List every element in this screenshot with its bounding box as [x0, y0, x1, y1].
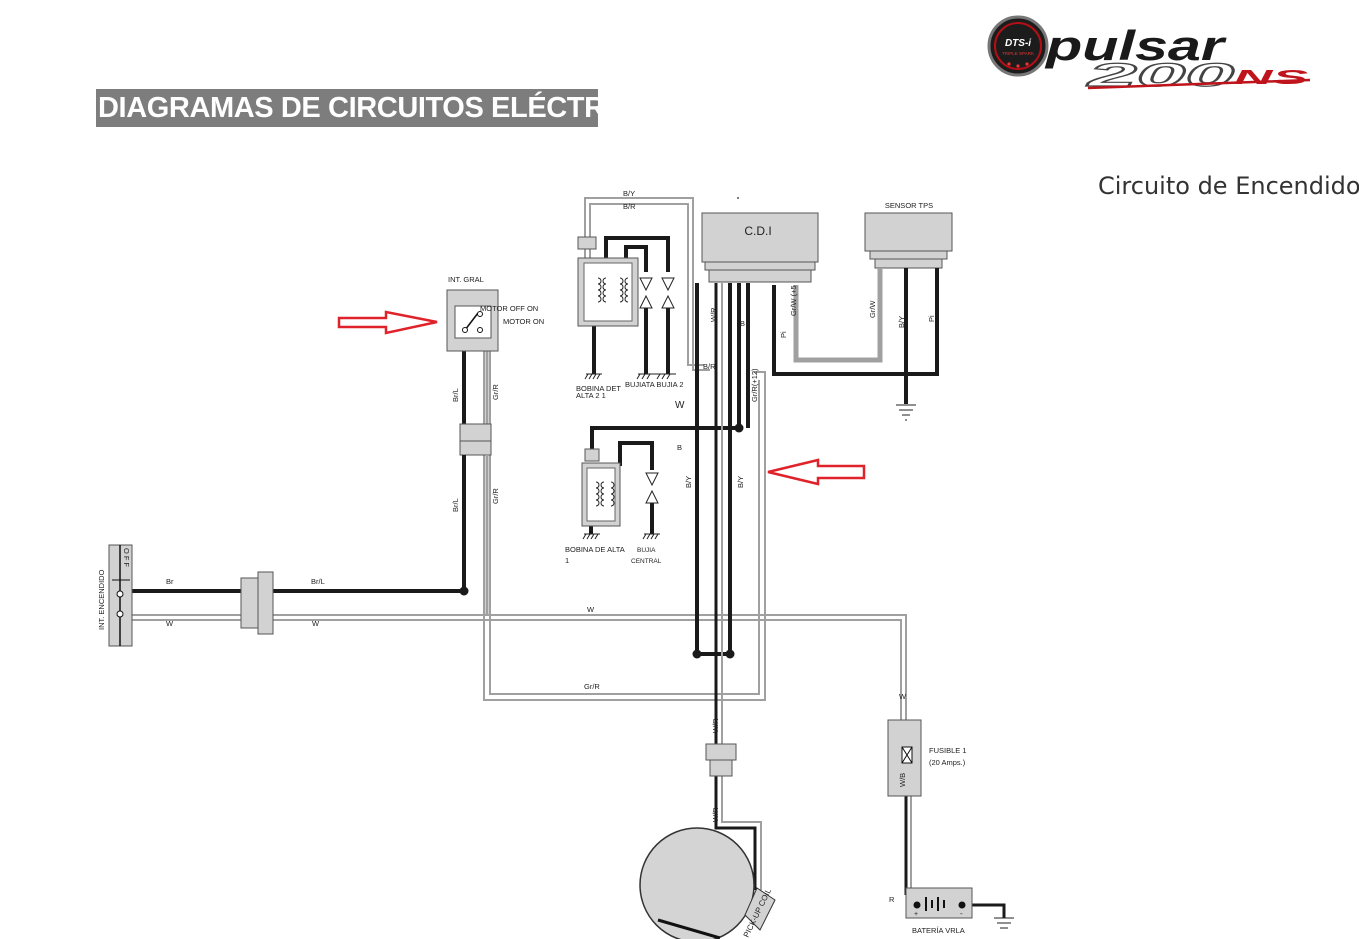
- int-gral-connector: [459, 423, 492, 456]
- dark-wires: [118, 236, 939, 656]
- spark-gap-icon: [639, 277, 675, 309]
- wire-label: W: [675, 400, 685, 411]
- sensor-tps-label: SENSOR TPS: [885, 201, 933, 210]
- fuse-label-2: (20 Amps.): [929, 758, 966, 767]
- logo-badge-text: DTS-i: [1005, 38, 1031, 49]
- ground-symbol-icon: [582, 533, 660, 540]
- wire-label: Br: [166, 577, 174, 586]
- ignition-coil-1: BOBINA DE ALTA 1: [565, 448, 625, 565]
- int-gral-wires: [462, 338, 489, 425]
- cdi-unit: C.D.I: [701, 212, 819, 283]
- bujiata-bujia-2-label: BUJIATA BUJIA 2: [625, 380, 684, 389]
- wire-label: W: [166, 619, 174, 628]
- wire-label: Gr/R: [584, 682, 600, 691]
- wire-label: B/Y: [623, 189, 635, 198]
- int-gral-lower-wires: [462, 455, 489, 615]
- wire-label: Gr/R(+12): [750, 368, 759, 402]
- page-title: DIAGRAMAS DE CIRCUITOS ELÉCTRICOS: [98, 92, 674, 124]
- ground-symbol-icon: [636, 373, 676, 380]
- pickup-coil: PICK-UP COIL: [639, 827, 776, 939]
- wire-label: B/R: [623, 202, 636, 211]
- battery-label: BATERÍA VRLA: [912, 926, 965, 935]
- marker-dot: [737, 197, 739, 199]
- w-b-wire: [904, 796, 1006, 918]
- motor-off-on-label: MOTOR OFF ON: [480, 304, 538, 313]
- wire-labels: B/Y B/R W/R B Gr/W (+5 Pi Gr/W B/Y Pi B/…: [166, 189, 936, 904]
- red-outline-arrow-icon: [337, 310, 438, 335]
- wire-label: B/R: [703, 362, 716, 371]
- battery-minus: -: [960, 909, 963, 918]
- wire-label: W: [899, 692, 907, 701]
- cdi-label: C.D.I: [744, 224, 771, 238]
- motor-on-label: MOTOR ON: [503, 317, 544, 326]
- int-gral-label: INT. GRAL: [448, 275, 484, 284]
- pulsar-logo: DTS-i TRIPLE SPARK pulsar 200 NS: [987, 15, 1311, 94]
- logo-script-text: pulsar: [1045, 22, 1228, 69]
- battery-plus: +: [914, 911, 918, 918]
- wire-label: W: [312, 619, 320, 628]
- wire-label: Gr/R: [491, 488, 500, 504]
- logo-model-suffix: NS: [1234, 67, 1310, 89]
- wire-label: R: [889, 895, 895, 904]
- wire-label: W: [587, 605, 595, 614]
- wire-label: Gr/R: [491, 384, 500, 400]
- wire-label: B: [740, 319, 745, 328]
- wire-label: W/B: [898, 773, 907, 787]
- gr-w-wire: [793, 268, 883, 363]
- sensor-tps: SENSOR TPS: [864, 201, 953, 269]
- wire-label: W/R: [709, 307, 718, 322]
- w-r-wire: [714, 283, 762, 890]
- logo-badge-subtext: TRIPLE SPARK: [1002, 51, 1034, 56]
- ground-symbol-icon: [896, 404, 916, 421]
- ground-symbol-icon: [584, 373, 602, 380]
- wire-label: Pi: [927, 315, 936, 322]
- coil-winding-icon: [597, 277, 629, 303]
- coil-winding-icon: [595, 481, 615, 507]
- fuse-label-1: FUSIBLE 1: [929, 746, 967, 755]
- int-encendido-switch: INT. ENCENDIDO OFF: [97, 544, 133, 647]
- wire-label: W/R: [711, 807, 720, 822]
- wire-label: Gr/W: [868, 300, 877, 318]
- wire-label: B: [677, 443, 682, 452]
- wire-label: B/Y: [736, 476, 745, 488]
- light-wires: [130, 197, 907, 720]
- diagram-subtitle: Circuito de Encendido: [1098, 172, 1359, 200]
- battery-vrla: + - BATERÍA VRLA: [905, 887, 973, 935]
- bujia-central-label-1: BUJIA: [637, 547, 656, 554]
- red-outline-arrow-icon: [767, 458, 866, 486]
- wire-label: B/Y: [684, 476, 693, 488]
- wire-label: Pi: [779, 331, 788, 338]
- w-r-connector: [705, 743, 737, 777]
- wire-label: Gr/W (+5: [789, 285, 798, 316]
- title-banner: [96, 89, 598, 127]
- wire-label: Br/L: [311, 577, 325, 586]
- main-connector: [240, 571, 274, 635]
- ignition-coil-2: BOBINA DET ALTA 2 1: [576, 236, 639, 400]
- bobina-det-label-1: BOBINA DET: [576, 384, 621, 393]
- int-gral-switch: INT. GRAL MOTOR OFF ON MOTOR ON: [446, 275, 544, 352]
- spark-gap-icon: [645, 472, 659, 504]
- wire-label: Br/L: [451, 388, 460, 402]
- bobina-alta-1-label-1: BOBINA DE ALTA: [565, 545, 625, 554]
- wire-label: W/R: [711, 718, 720, 733]
- int-encendido-label: INT. ENCENDIDO: [97, 569, 106, 630]
- bobina-alta-1-label-2: 1: [565, 556, 569, 565]
- bujia-central-label-2: CENTRAL: [631, 558, 662, 565]
- wire-label: Br/L: [451, 498, 460, 512]
- wire-label: B/Y: [897, 316, 906, 328]
- fuse-1: FUSIBLE 1 (20 Amps.): [887, 719, 967, 797]
- bobina-det-label-2: ALTA 2 1: [576, 391, 606, 400]
- ground-symbol-icon: [994, 917, 1014, 929]
- off-label: OFF: [122, 548, 131, 569]
- junction-dots: [459, 423, 744, 659]
